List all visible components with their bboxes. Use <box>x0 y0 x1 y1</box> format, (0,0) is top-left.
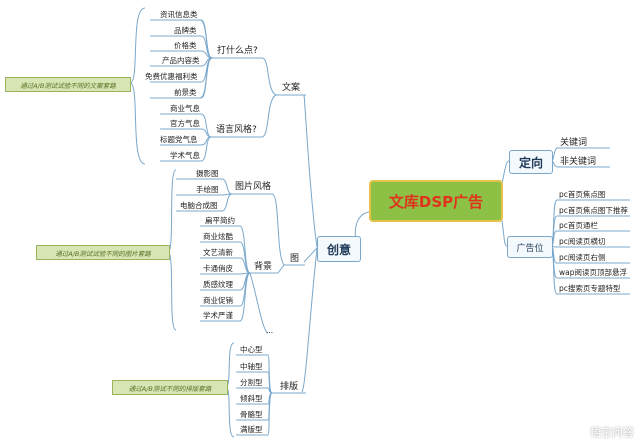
leaf-bg-4[interactable]: 质感纹理 <box>203 280 233 289</box>
center-node[interactable]: 文库DSP广告 <box>369 180 503 222</box>
leaf-bg-5[interactable]: 商业促销 <box>203 296 233 305</box>
leaf-bg-2[interactable]: 文艺清新 <box>203 248 233 257</box>
connector-chuangyi-wenan <box>303 94 318 248</box>
leaf-ggw-5[interactable]: wap阅读页顶部悬浮 <box>559 268 627 277</box>
leaf-ggw-1[interactable]: pc首页焦点图下推荐 <box>559 206 628 215</box>
leaf-ggw-0[interactable]: pc首页焦点图 <box>559 190 606 199</box>
c-note-tu-bot <box>167 251 177 331</box>
node-tu-bg[interactable]: 背景 <box>254 262 273 272</box>
leaf-q1-5[interactable]: 前景类 <box>174 88 197 97</box>
connector-tu-bg <box>277 264 285 274</box>
node-q2[interactable]: 语言风格? <box>216 125 257 135</box>
c-bg-dots <box>249 272 269 334</box>
leaf-bg-7[interactable]: ... <box>266 326 274 335</box>
leaf-bg-3[interactable]: 卡通俏皮 <box>203 264 233 273</box>
leaf-style-1[interactable]: 手绘图 <box>196 185 219 194</box>
leaf-dingxiang-0[interactable]: 关键词 <box>560 138 588 148</box>
leaf-q1-4[interactable]: 免费优惠福利类 <box>145 72 198 81</box>
leaf-bg-0[interactable]: 扁平简约 <box>205 216 235 225</box>
c-note-wenan-bot <box>129 82 146 165</box>
leaf-q2-2[interactable]: 标题党气息 <box>160 135 198 144</box>
leaf-dingxiang-1[interactable]: 非关键词 <box>560 157 597 167</box>
node-wenan[interactable]: 文案 <box>282 83 301 93</box>
branch-dingxiang[interactable]: 定向 <box>509 150 553 174</box>
connector-chuangyi-paiban <box>301 248 318 393</box>
c-style-0 <box>221 178 233 195</box>
c-q1-5 <box>200 57 213 99</box>
branch-guanggaowei[interactable]: 广告位 <box>507 236 553 258</box>
branch-chuangyi[interactable]: 创意 <box>317 236 361 262</box>
c-q1-0 <box>200 19 213 59</box>
leaf-q1-1[interactable]: 品牌类 <box>174 26 197 35</box>
c-style-2 <box>221 193 233 212</box>
leaf-paiban-1[interactable]: 中轴型 <box>240 362 263 371</box>
leaf-bg-1[interactable]: 商业炫酷 <box>203 232 233 241</box>
leaf-style-2[interactable]: 电脑合成图 <box>180 201 218 210</box>
leaf-bg-6[interactable]: 学术严谨 <box>203 311 233 320</box>
note-wenan: 通过A/B测试试验不同的文案套路 <box>5 77 131 92</box>
leaf-paiban-3[interactable]: 倾斜型 <box>240 394 263 403</box>
leaf-q1-0[interactable]: 资讯信息类 <box>160 10 198 19</box>
watermark: 悟空问答 <box>590 426 634 439</box>
connector-wenan-q1 <box>261 57 277 96</box>
leaf-q2-1[interactable]: 官方气息 <box>170 119 200 128</box>
leaf-q2-3[interactable]: 学术气息 <box>170 151 200 160</box>
c-bg-6 <box>239 272 251 322</box>
c-note-wenan-top <box>129 7 146 84</box>
note-tu: 通过A/B测试试验不同的图片套路 <box>36 245 170 260</box>
connector-wenan-q2 <box>261 94 277 138</box>
leaf-q2-0[interactable]: 商业气息 <box>170 104 200 113</box>
leaf-ggw-3[interactable]: pc阅读页横切 <box>559 237 606 246</box>
c-q2-0 <box>200 113 212 138</box>
connector-tu-style <box>271 193 285 266</box>
leaf-ggw-4[interactable]: pc阅读页右侧 <box>559 253 606 262</box>
leaf-paiban-4[interactable]: 骨骼型 <box>240 410 263 419</box>
c-pb-5 <box>267 392 273 436</box>
leaf-paiban-5[interactable]: 满版型 <box>240 425 263 434</box>
leaf-q1-3[interactable]: 产品内容类 <box>162 56 200 65</box>
note-paiban: 通过A/B测试不同的排版套路 <box>112 380 228 395</box>
node-paiban[interactable]: 排版 <box>280 382 299 392</box>
leaf-ggw-6[interactable]: pc搜索页专题特型 <box>559 284 621 293</box>
node-tu-style[interactable]: 图片风格 <box>235 182 272 192</box>
leaf-ggw-2[interactable]: pc首页通栏 <box>559 221 598 230</box>
leaf-paiban-0[interactable]: 中心型 <box>240 345 263 354</box>
c-q2-3 <box>200 136 212 162</box>
leaf-style-0[interactable]: 摄影图 <box>196 169 219 178</box>
c-note-tu-top <box>167 169 177 253</box>
node-tu[interactable]: 图 <box>290 254 300 264</box>
leaf-q1-2[interactable]: 价格类 <box>174 41 197 50</box>
node-q1[interactable]: 打什么点? <box>217 46 258 56</box>
connector-chuangyi-tu <box>303 247 318 263</box>
leaf-paiban-2[interactable]: 分割型 <box>240 378 263 387</box>
